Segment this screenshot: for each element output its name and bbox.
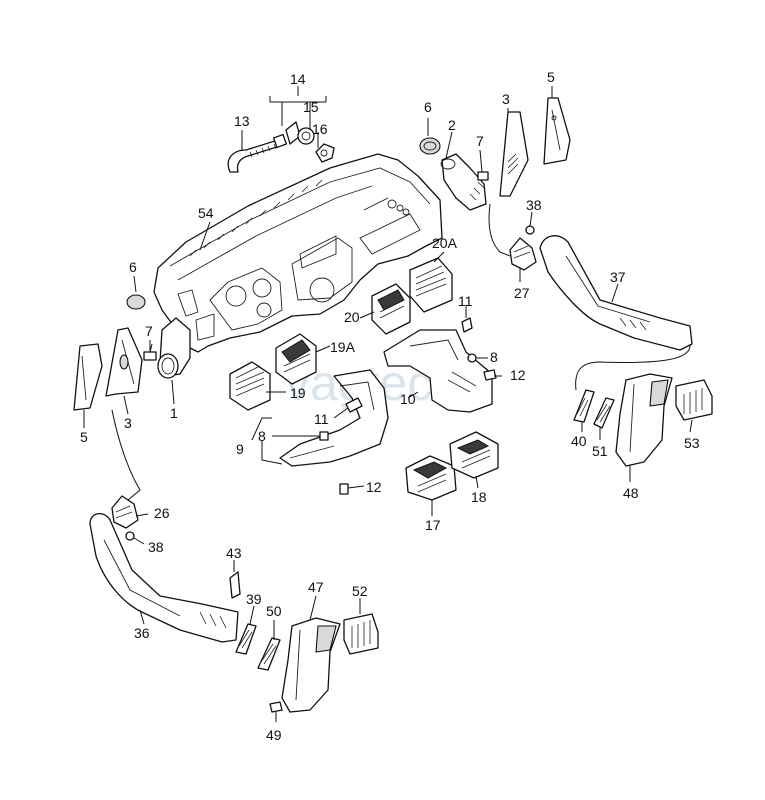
- callout-7-left: 7: [145, 323, 153, 339]
- dashboard-part: [153, 153, 443, 353]
- right-elbow-part: [509, 237, 537, 271]
- left-duct-part: [157, 317, 191, 379]
- center-vent-20-part: [371, 283, 411, 335]
- callout-40: 40: [571, 433, 587, 449]
- left-clip-38-part: [125, 531, 135, 541]
- callout-48: 48: [623, 485, 639, 501]
- center-vent-20a-part: [409, 257, 453, 313]
- callout-12-right: 12: [510, 367, 526, 383]
- callout-39: 39: [246, 591, 262, 607]
- callout-43: 43: [226, 545, 242, 561]
- speaker-cover-part: [285, 121, 335, 163]
- outlet-53-part: [675, 379, 713, 421]
- leader-lines: [83, 86, 693, 640]
- callout-6-left: 6: [129, 259, 137, 275]
- left-side-vent-part: [105, 327, 143, 397]
- lower-vent-18-part: [449, 431, 499, 479]
- grille-39-part: [235, 623, 257, 655]
- vertical-duct-48-part: [615, 373, 673, 467]
- callout-11-right: 11: [458, 293, 473, 309]
- vertical-duct-47-part: [281, 617, 341, 713]
- callout-6-top: 6: [424, 99, 432, 115]
- left-long-duct-36-part: [89, 513, 239, 643]
- callout-3-right: 3: [502, 91, 510, 107]
- callout-1: 1: [170, 405, 178, 421]
- callout-20a: 20A: [432, 235, 458, 251]
- callout-15: 15: [303, 99, 319, 115]
- outlet-52-part: [343, 613, 379, 655]
- callout-12-lower: 12: [366, 479, 382, 495]
- left-side-cover-part: [73, 343, 103, 411]
- grille-50-part: [257, 637, 281, 671]
- callout-5-right: 5: [547, 69, 555, 85]
- callout-labels: 14 15 13 16 54 6 7 1 5 3 6 2 7 3 5 38 27…: [80, 69, 700, 743]
- callout-3-left: 3: [124, 415, 132, 431]
- callout-7-top: 7: [476, 133, 484, 149]
- vent-19a-part: [275, 333, 317, 385]
- callout-51: 51: [592, 443, 608, 459]
- right-side-cover-part: [543, 97, 571, 165]
- callout-17: 17: [425, 517, 441, 533]
- callout-10: 10: [400, 391, 416, 407]
- left-vent-ring-part: [126, 294, 146, 310]
- callout-13: 13: [234, 113, 250, 129]
- top-clip-part: [477, 171, 489, 181]
- callout-16: 16: [312, 121, 328, 137]
- callout-18: 18: [471, 489, 487, 505]
- callout-50: 50: [266, 603, 282, 619]
- callout-14: 14: [290, 71, 306, 87]
- callout-20: 20: [344, 309, 360, 325]
- callout-11-mid: 11: [314, 411, 329, 427]
- lower-vent-17-part: [405, 455, 457, 501]
- top-vent-ring-part: [419, 137, 441, 155]
- callout-19: 19: [290, 385, 306, 401]
- callout-36: 36: [134, 625, 150, 641]
- callout-9: 9: [236, 441, 244, 457]
- callout-38-left: 38: [148, 539, 164, 555]
- callout-26: 26: [154, 505, 170, 521]
- callout-19a: 19A: [330, 339, 356, 355]
- right-clip-part: [525, 225, 535, 235]
- callout-54: 54: [198, 205, 214, 221]
- callout-5-left: 5: [80, 429, 88, 445]
- callout-37: 37: [610, 269, 626, 285]
- callout-38-right: 38: [526, 197, 542, 213]
- speaker-cable-part: [227, 133, 288, 173]
- callout-2: 2: [448, 117, 456, 133]
- center-duct-part: [383, 329, 493, 413]
- right-side-vent-part: [499, 111, 529, 197]
- callout-8-mid: 8: [258, 428, 266, 444]
- clip-43-part: [229, 571, 241, 599]
- windshield-duct-part: [440, 153, 487, 211]
- grille-40-part: [573, 389, 595, 423]
- screw-49-part: [269, 701, 283, 722]
- callout-52: 52: [352, 583, 368, 599]
- vent-19-part: [229, 361, 271, 411]
- callout-27: 27: [514, 285, 530, 301]
- left-elbow-26-part: [111, 495, 139, 529]
- right-long-duct-part: [539, 235, 693, 351]
- callout-53: 53: [684, 435, 700, 451]
- grille-51-part: [593, 397, 615, 429]
- callout-47: 47: [308, 579, 324, 595]
- callout-49: 49: [266, 727, 282, 743]
- callout-8-right: 8: [490, 349, 498, 365]
- lower-vent-duct-part: [279, 369, 389, 495]
